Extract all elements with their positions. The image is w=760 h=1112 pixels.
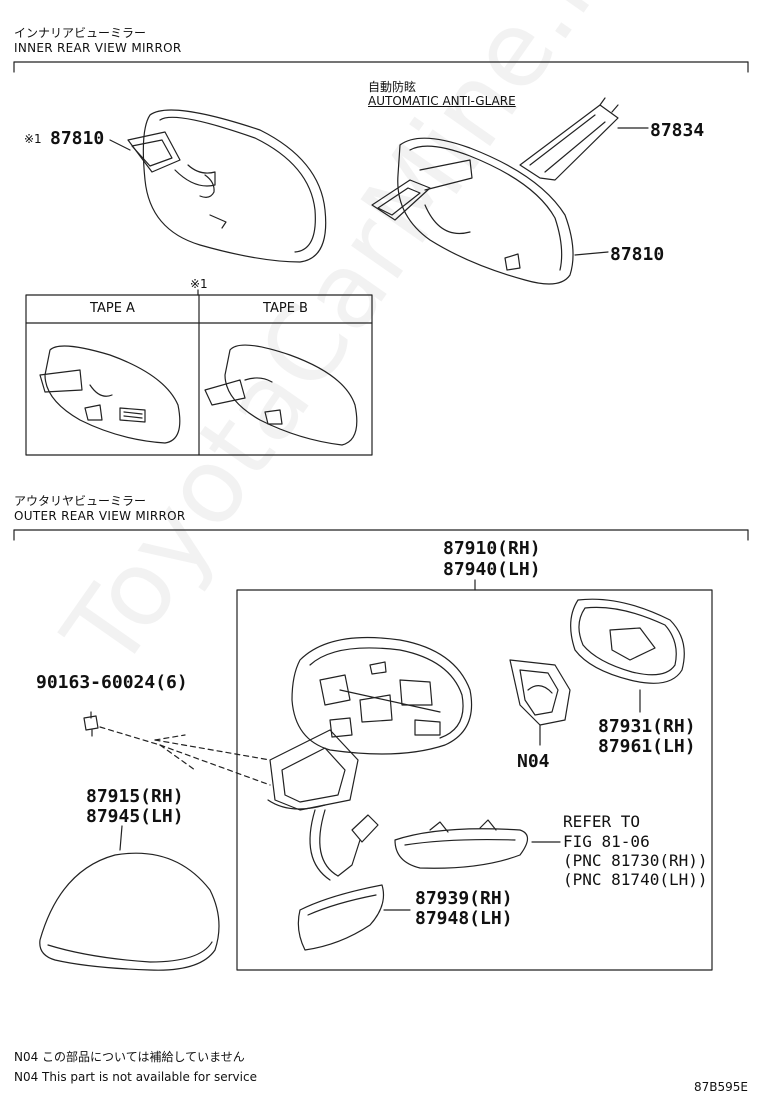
lower-rh[interactable]: 87939(RH) — [415, 888, 513, 909]
glass-lh[interactable]: 87961(LH) — [598, 736, 696, 757]
assy-lh[interactable]: 87940(LH) — [443, 559, 541, 580]
mirror-base — [267, 729, 379, 881]
outer-title-jp: アウタリヤビューミラー — [14, 494, 147, 508]
screw — [83, 711, 99, 737]
screw-dashed-lines — [99, 726, 271, 786]
tape-b-header: TAPE B — [263, 301, 308, 316]
footer-note-en: N04 This part is not available for servi… — [14, 1070, 257, 1084]
assembly-frame — [236, 579, 713, 971]
tape-mark: ※1 — [190, 277, 208, 291]
glass-rh[interactable]: 87931(RH) — [598, 716, 696, 737]
cover-lh[interactable]: 87945(LH) — [86, 806, 184, 827]
auto-en: AUTOMATIC ANTI-GLARE — [368, 94, 516, 108]
mark-note: ※1 — [24, 132, 42, 146]
inner-title-jp: インナリアビューミラー — [14, 26, 147, 40]
tape-b-mirror — [204, 344, 358, 446]
refer-line-1: REFER TO — [563, 812, 641, 831]
n04-label[interactable]: N04 — [517, 751, 550, 772]
tape-a-mirror — [39, 345, 181, 444]
part-87810-left[interactable]: 87810 — [50, 128, 105, 149]
cover-rh[interactable]: 87915(RH) — [86, 786, 184, 807]
lower-lh[interactable]: 87948(LH) — [415, 908, 513, 929]
inner-title-en: INNER REAR VIEW MIRROR — [14, 41, 182, 55]
mirror-housing — [291, 636, 473, 755]
screw-part[interactable]: 90163-60024(6) — [36, 672, 188, 693]
cover-87834 — [519, 97, 649, 181]
lower-cover — [297, 884, 411, 951]
inner-mirror-left — [109, 109, 327, 263]
refer-line-2[interactable]: FIG 81-06 — [563, 832, 650, 851]
part-87810-right[interactable]: 87810 — [610, 244, 665, 265]
tape-box — [25, 294, 373, 456]
auto-jp: 自動防眩 — [368, 80, 417, 94]
inner-section-frame — [13, 61, 749, 73]
turn-signal-lamp — [394, 819, 561, 869]
refer-line-4: (PNC 81740(LH)) — [563, 870, 708, 889]
outer-title-en: OUTER REAR VIEW MIRROR — [14, 509, 186, 523]
footer-note-jp: N04 この部品については補給していません — [14, 1050, 245, 1064]
assy-rh[interactable]: 87910(RH) — [443, 538, 541, 559]
mirror-glass — [570, 598, 685, 713]
outer-cover — [39, 825, 220, 971]
inner-mirror-right — [371, 137, 609, 285]
refer-line-3: (PNC 81730(RH)) — [563, 851, 708, 870]
outer-section-frame — [13, 529, 749, 541]
diagram-code: 87B595E — [694, 1080, 748, 1094]
tape-a-header: TAPE A — [90, 301, 135, 316]
part-87834[interactable]: 87834 — [650, 120, 705, 141]
motor-n04 — [509, 659, 571, 746]
